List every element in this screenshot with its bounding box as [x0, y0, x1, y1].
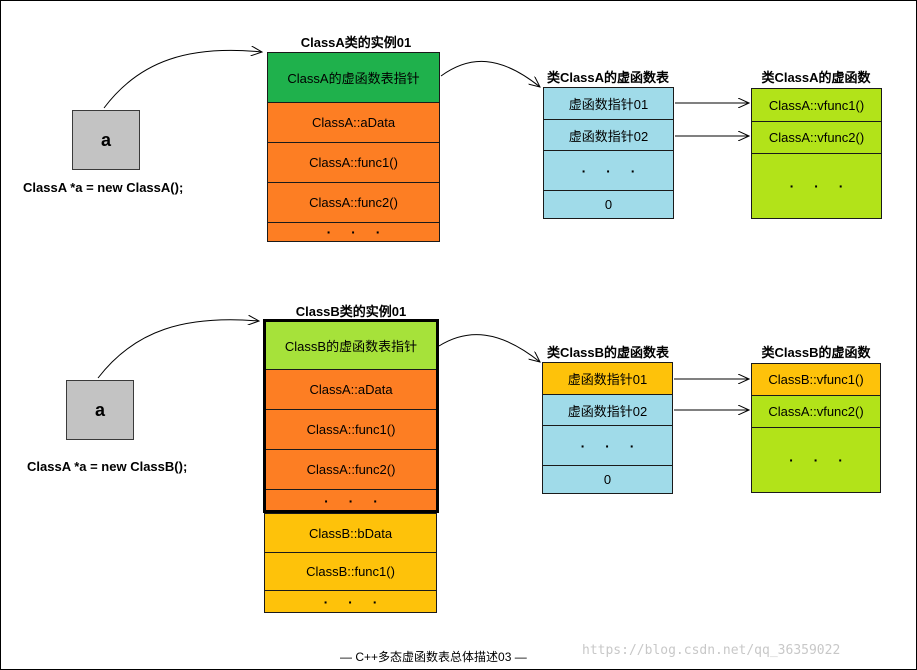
vtable-a-ptr01: 虚函数指针01: [543, 87, 674, 119]
instance-b-adata: ClassA::aData: [264, 369, 438, 409]
vtable-a-ptr02: 虚函数指针02: [543, 119, 674, 150]
instance-a-func2: ClassA::func2(): [267, 182, 440, 222]
instance-a-title: ClassA类的实例01: [300, 35, 412, 50]
instance-b-bfunc1: ClassB::func1(): [264, 552, 437, 590]
vfunc-b-more: · · ·: [751, 427, 881, 493]
instance-b-more: · · ·: [264, 489, 438, 512]
code-new-classb: ClassA *a = new ClassB();: [27, 459, 188, 474]
pointer-b-label: a: [94, 399, 105, 420]
instance-a-more: · · ·: [267, 222, 440, 242]
arrow-vptr-a-to-vtable: [440, 60, 540, 87]
vtable-b-terminator: 0: [542, 465, 673, 494]
vfunc-b-more-dots: · · ·: [789, 452, 851, 468]
vtable-b-more-dots: · · ·: [580, 437, 643, 454]
vtable-b-title: 类ClassB的虚函数表: [546, 345, 670, 360]
pointer-b-box: a: [66, 380, 134, 440]
code-new-classa: ClassA *a = new ClassA();: [23, 180, 184, 195]
instance-a-adata: ClassA::aData: [267, 102, 440, 142]
instance-b-title: ClassB类的实例01: [295, 304, 407, 319]
pointer-a-box: a: [72, 110, 140, 170]
vfunc-b-title: 类ClassB的虚函数: [761, 345, 871, 360]
vtable-a-more-dots: · · ·: [581, 162, 644, 179]
vfunc-a-vfunc2: ClassA::vfunc2(): [751, 121, 882, 153]
vtable-a-terminator: 0: [543, 190, 674, 219]
watermark: https://blog.csdn.net/qq_36359022: [582, 643, 841, 658]
vfunc-a-more: · · ·: [751, 153, 882, 219]
diagram-caption: — C++多态虚函数表总体描述03 —: [340, 650, 527, 664]
instance-b-func1: ClassA::func1(): [264, 409, 438, 449]
vfunc-a-more-dots: · · ·: [789, 178, 852, 194]
instance-b-derived-more-dots: · · ·: [323, 593, 386, 610]
instance-b-bdata: ClassB::bData: [264, 513, 437, 552]
vtable-a-more: · · ·: [543, 150, 674, 190]
vtable-b-ptr01: 虚函数指针01: [542, 362, 673, 394]
arrow-pointer-a-to-instance: [103, 50, 262, 109]
arrow-vptr-b-to-vtable: [438, 334, 540, 362]
instance-a-more-dots: · · ·: [326, 224, 389, 240]
vfunc-b-vfunc1: ClassB::vfunc1(): [751, 363, 881, 395]
instance-a-func1: ClassA::func1(): [267, 142, 440, 182]
vfunc-a-vfunc1: ClassA::vfunc1(): [751, 88, 882, 121]
vfunc-b-vfunc2: ClassA::vfunc2(): [751, 395, 881, 427]
vtable-b-more: · · ·: [542, 425, 673, 465]
vtable-a-title: 类ClassA的虚函数表: [546, 70, 670, 85]
arrow-pointer-b-to-instance: [97, 320, 259, 379]
instance-b-more-dots: · · ·: [324, 493, 386, 509]
instance-a-vptr: ClassA的虚函数表指针: [267, 52, 440, 102]
instance-b-func2: ClassA::func2(): [264, 449, 438, 489]
instance-b-vptr: ClassB的虚函数表指针: [264, 320, 438, 369]
pointer-a-label: a: [100, 129, 111, 150]
vfunc-a-title: 类ClassA的虚函数: [761, 70, 871, 85]
vtable-b-ptr02: 虚函数指针02: [542, 394, 673, 425]
instance-b-derived-more: · · ·: [264, 590, 437, 613]
